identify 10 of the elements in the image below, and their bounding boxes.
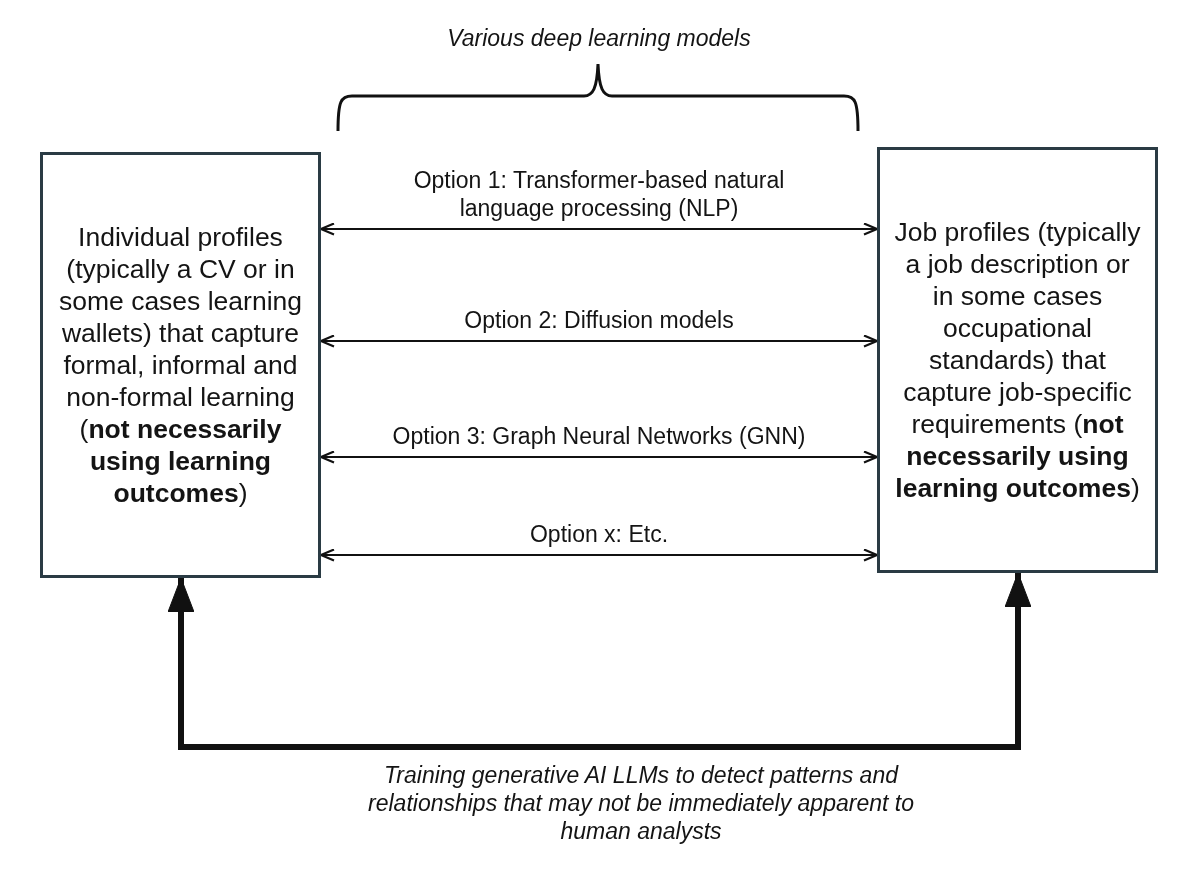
double-headed-arrow: [319, 450, 879, 464]
box-text: Individual profiles (typically a CV or in some cases learning wallets) that capture formal, informal and non-formal learning (not necessarily using learning outcomes): [57, 221, 303, 509]
bracket-label: Various deep learning models: [447, 24, 751, 52]
thick-double-headed-arrow: [167, 572, 1032, 750]
text-box: [877, 147, 1158, 573]
double-headed-arrow: [319, 334, 879, 348]
double-headed-arrow: [319, 548, 879, 562]
text-box: [40, 152, 321, 578]
box-text: Job profiles (typically a job description or in some cases occupational standards) that capture job-specific requirements (not necessarily using learning outcomes): [893, 216, 1142, 504]
double-headed-arrow: [319, 222, 879, 236]
